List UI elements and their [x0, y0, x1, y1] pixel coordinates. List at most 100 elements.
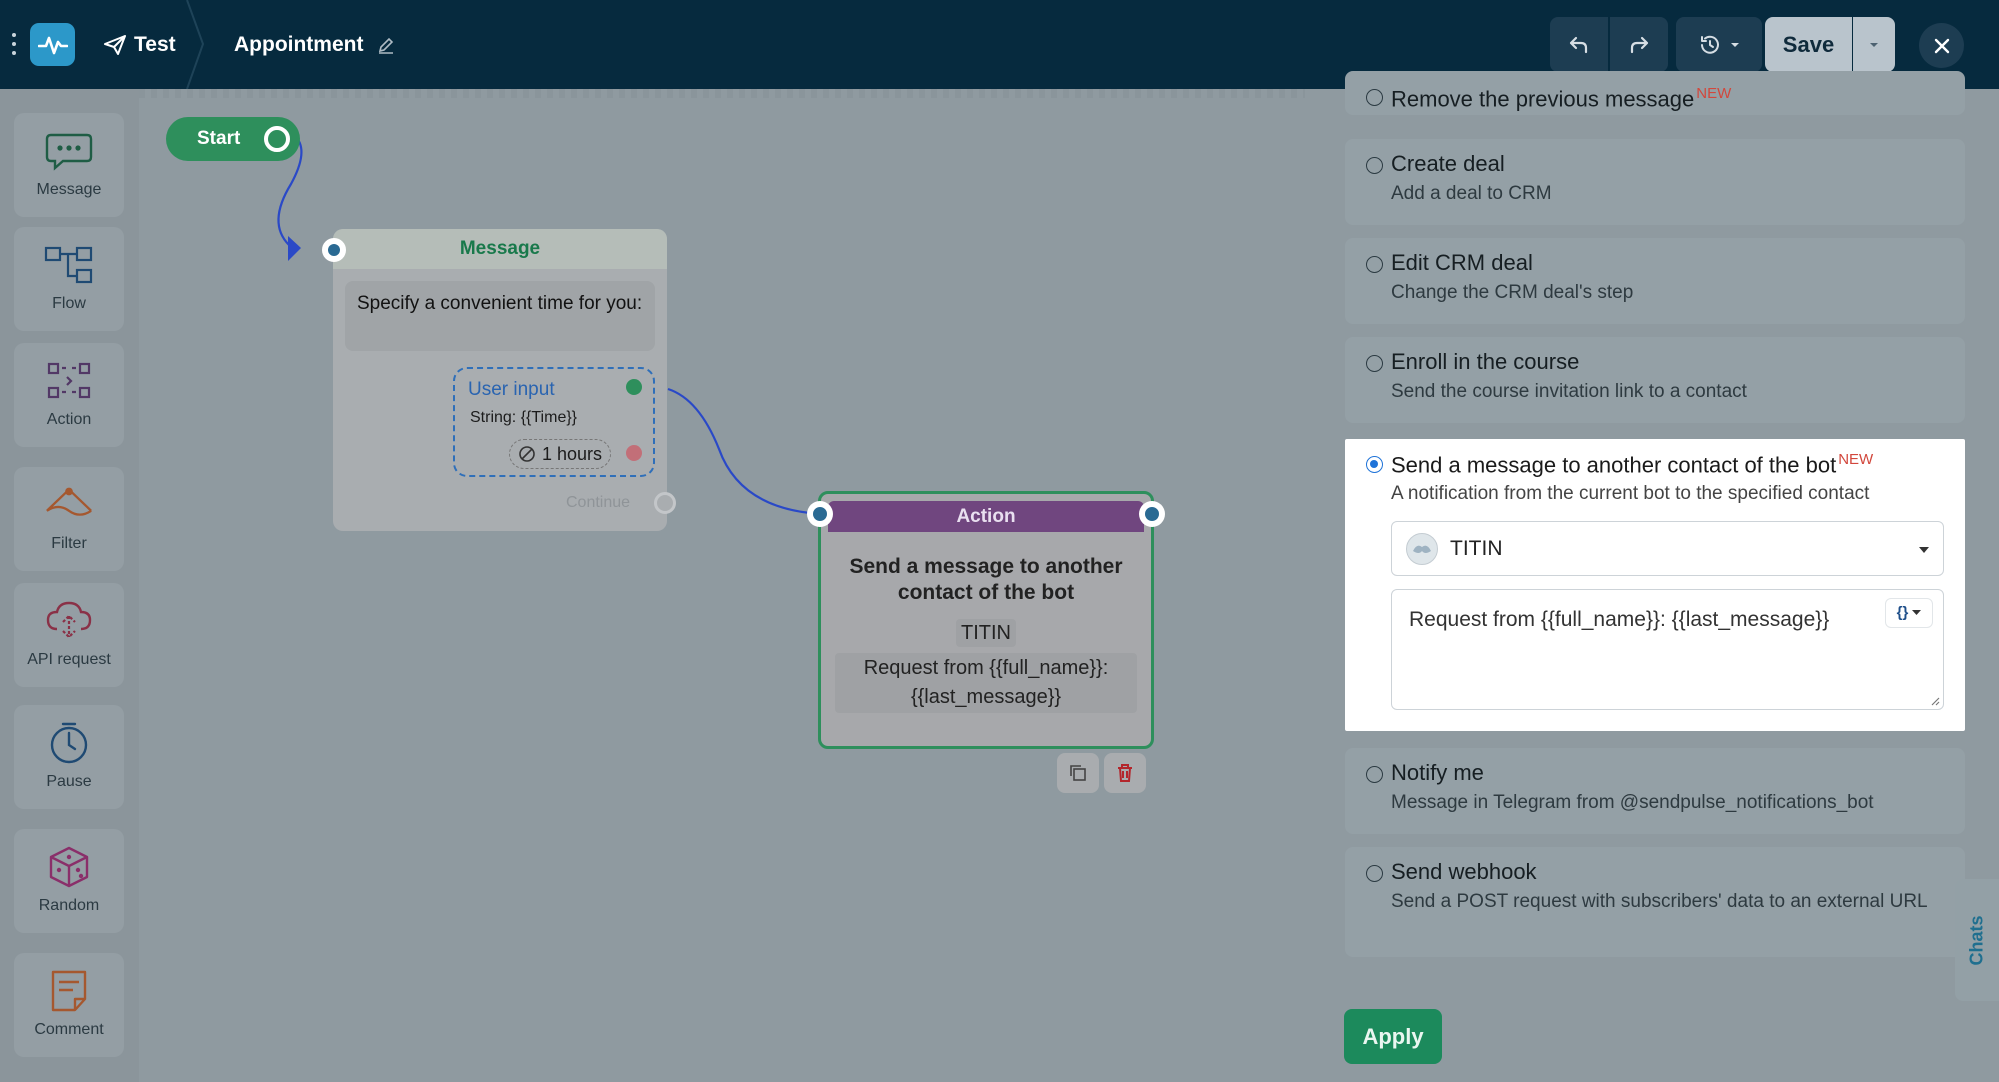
tool-label: API request [27, 651, 111, 668]
redo-button[interactable] [1610, 17, 1668, 72]
action-node-title: Send a message to another contact of the… [849, 555, 1123, 604]
connection-lines [139, 89, 1305, 515]
radio-button[interactable] [1366, 256, 1383, 273]
tool-comment[interactable]: Comment [14, 953, 124, 1057]
radio-button[interactable] [1366, 89, 1383, 106]
message-textarea-value: Request from {{full_name}}: {{last_messa… [1409, 608, 1830, 631]
undo-icon [1569, 36, 1588, 53]
api-request-icon [43, 599, 95, 643]
user-input-output-port[interactable] [626, 379, 642, 395]
history-button[interactable] [1676, 17, 1762, 72]
edit-pencil-icon[interactable] [377, 36, 395, 54]
user-input-block[interactable]: User input String: {{Time}} 1 hours [453, 367, 655, 477]
redo-icon [1630, 36, 1649, 53]
radio-button[interactable] [1366, 355, 1383, 372]
radio-button[interactable] [1366, 766, 1383, 783]
copy-icon [1070, 765, 1086, 781]
tool-label: Message [36, 181, 102, 198]
option-title: Create deal [1391, 151, 1505, 176]
action-input-port[interactable] [807, 501, 833, 527]
option-description: Send the course invitation link to a con… [1391, 381, 1747, 402]
tool-random[interactable]: Random [14, 829, 124, 933]
new-badge: NEW [1696, 85, 1732, 102]
app-logo-icon[interactable] [30, 23, 75, 66]
radio-button[interactable] [1366, 157, 1383, 174]
action-node-message: Request from {{full_name}}: {{last_messa… [835, 653, 1137, 713]
comment-icon [43, 969, 95, 1013]
option-notify-me[interactable]: Notify me Message in Telegram from @send… [1345, 748, 1965, 834]
option-send-webhook[interactable]: Send webhook Send a POST request with su… [1345, 847, 1965, 957]
continue-label: Continue [566, 494, 631, 511]
delete-node-button[interactable] [1104, 753, 1146, 793]
new-badge: NEW [1838, 451, 1874, 468]
chevron-down-icon [1870, 42, 1878, 47]
tool-label: Flow [52, 295, 86, 312]
chats-tab-label: Chats [1966, 914, 1987, 966]
option-title: Send webhook [1391, 859, 1537, 884]
tool-label: Filter [51, 535, 87, 552]
top-bar: Test Appointment Save [0, 0, 1999, 89]
tool-api-request[interactable]: API request [14, 583, 124, 687]
close-icon [1934, 38, 1949, 53]
option-description: Message in Telegram from @sendpulse_noti… [1391, 792, 1874, 813]
save-button[interactable]: Save [1765, 17, 1852, 72]
timeout-badge: 1 hours [509, 439, 611, 469]
avatar [1406, 532, 1438, 565]
timeout-output-port[interactable] [626, 445, 642, 461]
close-button[interactable] [1919, 23, 1964, 68]
paper-plane-icon [104, 35, 126, 55]
option-send-message-to-contact[interactable]: Send a message to another contact of the… [1345, 439, 1965, 731]
tool-action[interactable]: Action [14, 343, 124, 447]
radio-button[interactable] [1366, 865, 1383, 882]
more-menu-icon[interactable] [11, 33, 17, 55]
filter-icon [43, 483, 95, 527]
option-description: Add a deal to CRM [1391, 183, 1552, 204]
flow-title-text: Appointment [234, 33, 364, 56]
message-node[interactable]: Message Specify a convenient time for yo… [333, 229, 676, 531]
action-output-port[interactable] [1139, 501, 1165, 527]
continue-output-port[interactable] [654, 492, 676, 514]
option-title: Enroll in the course [1391, 349, 1580, 374]
action-icon [43, 359, 95, 403]
resize-handle-icon[interactable] [1930, 696, 1940, 706]
option-enroll-course[interactable]: Enroll in the course Send the course inv… [1345, 337, 1965, 423]
undo-button[interactable] [1550, 17, 1608, 72]
tool-message[interactable]: Message [14, 113, 124, 217]
apply-button[interactable]: Apply [1344, 1009, 1442, 1064]
tool-label: Random [38, 897, 100, 914]
tool-filter[interactable]: Filter [14, 467, 124, 571]
flow-title[interactable]: Appointment [234, 28, 395, 62]
pause-clock-icon [43, 721, 95, 765]
option-title: Notify me [1391, 760, 1484, 785]
chevron-down-icon [1731, 42, 1739, 47]
radio-button-selected[interactable] [1366, 456, 1383, 473]
contact-select[interactable]: TITIN [1391, 521, 1944, 576]
start-node[interactable]: Start [166, 117, 300, 161]
tool-label: Comment [34, 1021, 104, 1038]
dice-icon [43, 845, 95, 889]
message-input-port[interactable] [322, 238, 346, 262]
no-entry-icon [519, 446, 535, 462]
user-input-type: String: {{Time}} [470, 409, 578, 426]
action-node[interactable]: Action Send a message to another contact… [818, 491, 1154, 749]
message-textarea[interactable]: Request from {{full_name}}: {{last_messa… [1391, 589, 1944, 710]
chevron-down-icon [1912, 610, 1922, 615]
option-create-deal[interactable]: Create deal Add a deal to CRM [1345, 139, 1965, 225]
tool-pause[interactable]: Pause [14, 705, 124, 809]
insert-variable-button[interactable]: {} [1885, 598, 1933, 628]
curly-braces-icon: {} [1896, 604, 1909, 621]
contact-select-value: TITIN [1450, 536, 1503, 560]
breadcrumb-divider [186, 0, 205, 89]
test-button[interactable]: Test [104, 28, 176, 62]
action-node-header: Action [828, 501, 1144, 532]
tool-flow[interactable]: Flow [14, 227, 124, 331]
tool-label: Action [46, 411, 92, 428]
save-options-button[interactable] [1853, 17, 1895, 72]
option-edit-crm-deal[interactable]: Edit CRM deal Change the CRM deal's step [1345, 238, 1965, 324]
start-output-port[interactable] [264, 126, 290, 152]
chats-tab[interactable]: Chats [1955, 879, 1999, 1001]
duplicate-node-button[interactable] [1057, 753, 1099, 793]
